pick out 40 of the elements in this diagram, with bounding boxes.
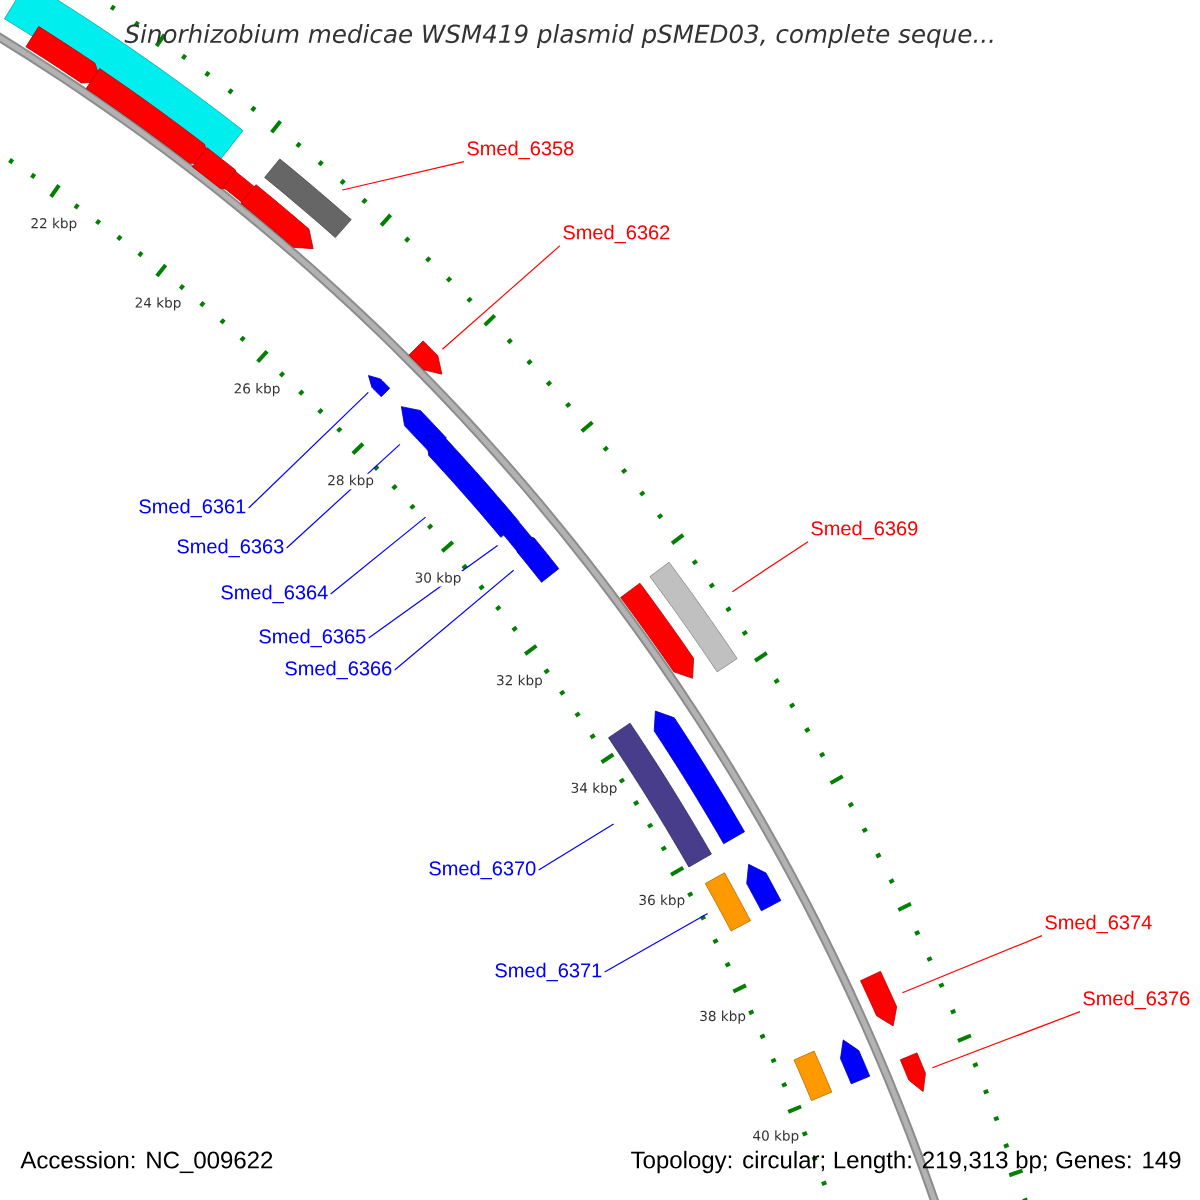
gene-feature bbox=[408, 340, 443, 375]
gene-feature bbox=[793, 1050, 833, 1101]
gene-feature bbox=[368, 375, 391, 398]
gene-feature bbox=[264, 158, 352, 238]
title: Sinorhizobium medicae WSM419 plasmid pSMED03, complete seque... bbox=[124, 24, 993, 48]
gene-feature bbox=[620, 582, 694, 679]
leader-line bbox=[901, 935, 1043, 994]
gene-feature bbox=[899, 1052, 926, 1092]
gene-label: Smed_6358 bbox=[467, 140, 574, 160]
summary-text: Topology: circular; Length: 219,313 bp; Genes: 149 bbox=[631, 1150, 1181, 1174]
gene-label: Smed_6363 bbox=[177, 538, 284, 558]
gene-label: Smed_6361 bbox=[139, 498, 246, 518]
gene-label: Smed_6376 bbox=[1083, 990, 1190, 1010]
gene-feature bbox=[840, 1039, 871, 1085]
gene-feature bbox=[85, 68, 211, 164]
accession-text: Accession: NC_009622 bbox=[20, 1150, 273, 1174]
leader-line bbox=[248, 391, 369, 509]
gene-feature bbox=[649, 561, 738, 673]
gene-feature bbox=[860, 971, 898, 1027]
gene-label: Smed_6364 bbox=[221, 584, 328, 604]
gene-label: Smed_6371 bbox=[495, 962, 602, 982]
leader-line bbox=[604, 913, 709, 973]
gene-label: Smed_6366 bbox=[285, 660, 392, 680]
gene-label: Smed_6362 bbox=[563, 224, 670, 244]
gene-feature bbox=[515, 532, 560, 583]
leader-line bbox=[394, 569, 515, 671]
leader-line bbox=[341, 161, 465, 191]
gene-feature bbox=[653, 710, 745, 845]
leader-line bbox=[330, 516, 427, 595]
gene-feature bbox=[426, 435, 520, 538]
gene-label: Smed_6369 bbox=[811, 520, 918, 540]
gene-feature bbox=[704, 872, 751, 932]
gene-label: Smed_6365 bbox=[259, 628, 366, 648]
gene-label: Smed_6374 bbox=[1045, 914, 1152, 934]
gene-label: Smed_6370 bbox=[429, 860, 536, 880]
leader-line bbox=[441, 245, 561, 350]
gene-feature bbox=[746, 863, 782, 912]
leader-line bbox=[931, 1011, 1081, 1069]
gene-feature bbox=[240, 184, 314, 250]
leader-line bbox=[538, 823, 615, 871]
